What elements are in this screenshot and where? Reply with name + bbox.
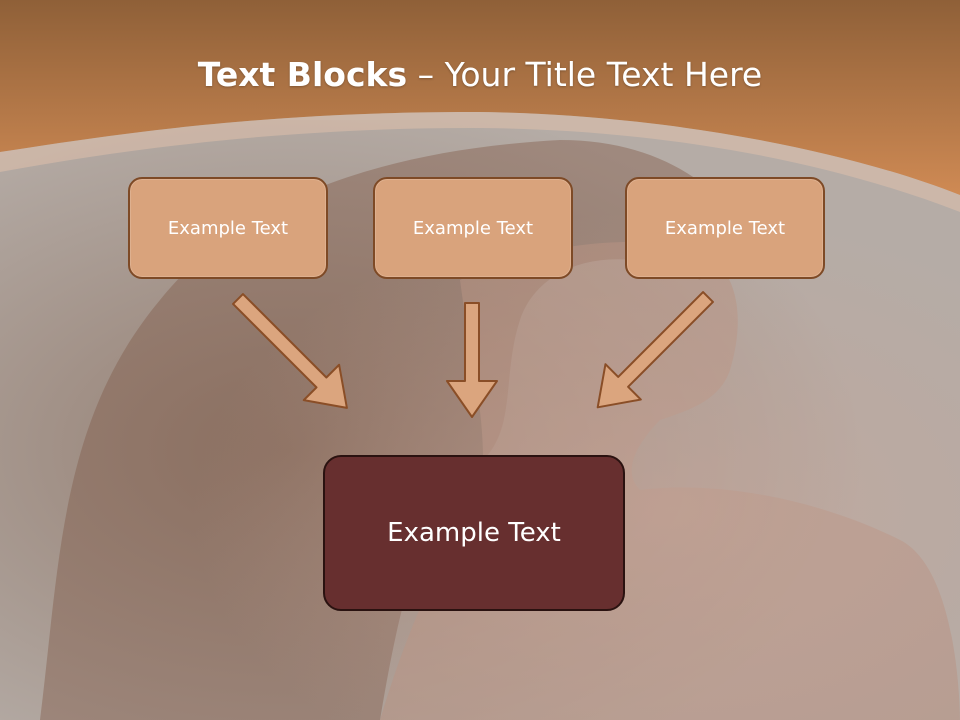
title-rest: Your Title Text Here	[444, 55, 763, 94]
text-block-2[interactable]: Example Text	[373, 177, 573, 279]
page-title: Text Blocks – Your Title Text Here	[0, 50, 960, 100]
text-block-2-label: Example Text	[412, 217, 534, 239]
text-block-3-label: Example Text	[664, 217, 786, 239]
center-text-block[interactable]: Example Text	[323, 455, 625, 611]
center-text-block-label: Example Text	[387, 518, 561, 548]
text-block-1-label: Example Text	[167, 217, 289, 239]
title-bold: Text Blocks	[197, 55, 408, 94]
text-block-3[interactable]: Example Text	[625, 177, 825, 279]
text-block-1[interactable]: Example Text	[128, 177, 328, 279]
title-separator: –	[407, 55, 445, 94]
